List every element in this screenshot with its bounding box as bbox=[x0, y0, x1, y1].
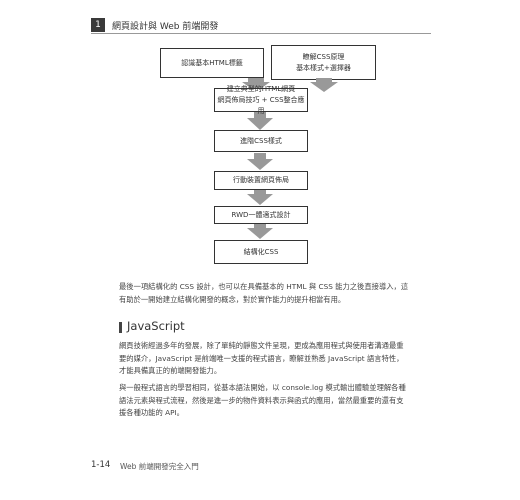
node-css-principles: 瞭解CSS原理 基本樣式+選擇器 bbox=[271, 45, 376, 80]
chapter-number-badge: 1 bbox=[91, 18, 105, 32]
down-arrow-2 bbox=[247, 153, 273, 170]
node-html-tags-label: 認識基本HTML標籤 bbox=[181, 58, 243, 67]
node-advanced-css: 進階CSS樣式 bbox=[214, 130, 308, 152]
section-marker bbox=[119, 322, 122, 333]
merge-arrow-right bbox=[310, 78, 338, 92]
node-rwd-design: RWD一體適式設計 bbox=[214, 206, 308, 224]
footer-book-title: Web 前端開發完全入門 bbox=[120, 462, 199, 471]
page-number: 1-14 bbox=[91, 460, 111, 470]
node-mobile-layout: 行動裝置網頁佈局 bbox=[214, 171, 308, 190]
header-rule bbox=[91, 33, 431, 34]
node-build-page-label-2: 網頁佈局技巧 + CSS整合應用 bbox=[217, 95, 305, 115]
down-arrow-4 bbox=[247, 222, 273, 239]
node-mobile-layout-label: 行動裝置網頁佈局 bbox=[233, 176, 289, 184]
node-css-principles-label-1: 瞭解CSS原理 bbox=[302, 52, 345, 61]
node-build-page: 建立典型的HTML網頁 網頁佈局技巧 + CSS整合應用 bbox=[214, 85, 308, 115]
node-build-page-label-1: 建立典型的HTML網頁 bbox=[226, 84, 296, 93]
node-structured-css-label: 結構化CSS bbox=[243, 247, 279, 256]
node-rwd-design-label: RWD一體適式設計 bbox=[231, 210, 291, 219]
running-header-title: 網頁設計與 Web 前端開發 bbox=[112, 22, 219, 32]
section-heading-javascript: JavaScript bbox=[127, 319, 185, 333]
paragraph-structured-css: 最後一項結構化的 CSS 設計，也可以在具備基本的 HTML 與 CSS 能力之… bbox=[119, 282, 409, 304]
paragraph-javascript-learning: 與一般程式語言的學習相同，從基本語法開始，以 console.log 模式輸出體… bbox=[119, 383, 406, 417]
node-css-principles-label-2: 基本樣式+選擇器 bbox=[296, 63, 351, 72]
down-arrow-1 bbox=[247, 111, 273, 130]
node-structured-css: 結構化CSS bbox=[214, 240, 308, 264]
node-advanced-css-label: 進階CSS樣式 bbox=[240, 136, 282, 145]
merge-arrow-left bbox=[242, 78, 270, 92]
node-html-tags: 認識基本HTML標籤 bbox=[160, 48, 264, 78]
flow-arrows bbox=[242, 78, 338, 239]
paragraph-javascript-intro: 網頁技術經過多年的發展，除了單純的靜態文件呈現，更成為應用程式與使用者溝通最重要… bbox=[119, 341, 404, 375]
down-arrow-3 bbox=[247, 188, 273, 205]
